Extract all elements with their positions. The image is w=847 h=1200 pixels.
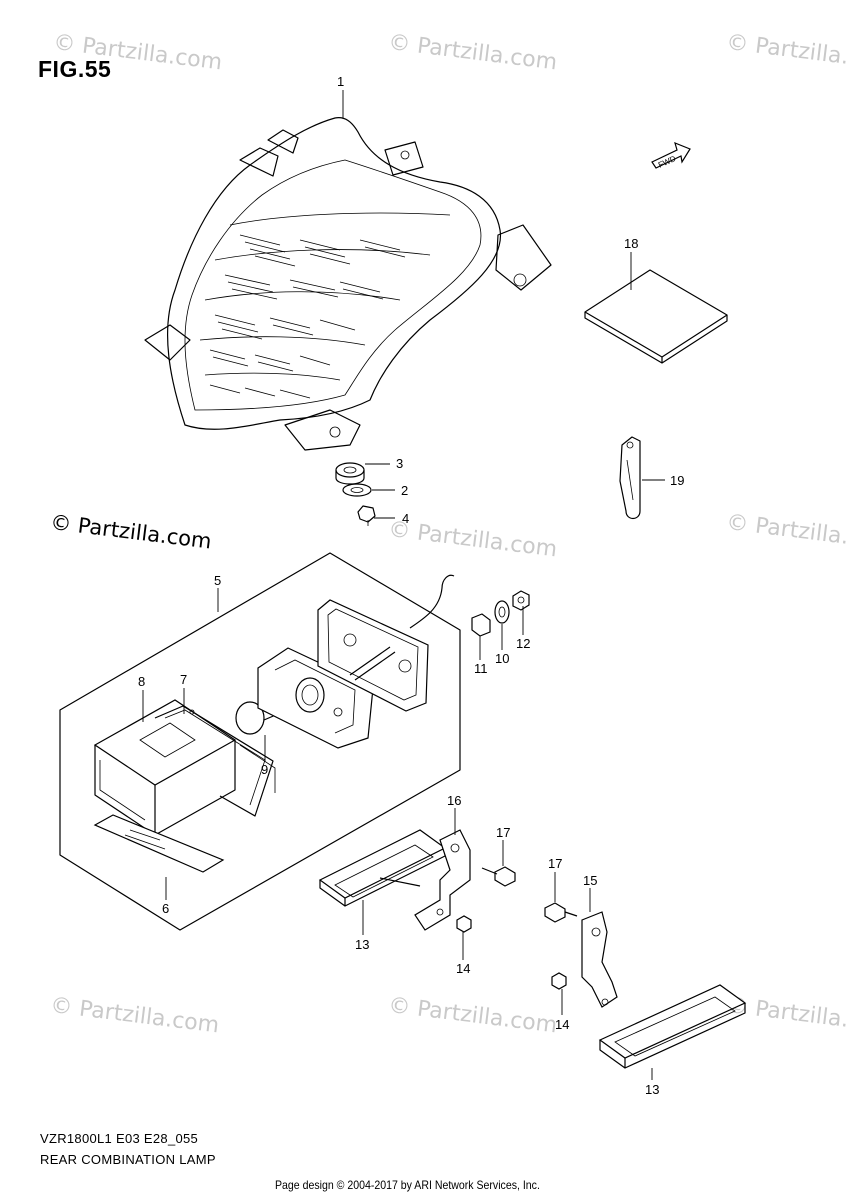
callout-17-left: 17: [496, 825, 510, 840]
nut-part-12[interactable]: [512, 590, 530, 611]
callout-17-right: 17: [548, 856, 562, 871]
callout-19: 19: [670, 473, 684, 488]
callout-7: 7: [180, 672, 187, 687]
callout-3: 3: [396, 456, 403, 471]
callout-16: 16: [447, 793, 461, 808]
gasket-part-7[interactable]: [154, 705, 274, 817]
callout-18: 18: [624, 236, 638, 251]
callout-9: 9: [261, 762, 268, 777]
washer-part-2[interactable]: [342, 483, 372, 497]
callout-1: 1: [337, 74, 344, 89]
callout-10: 10: [495, 651, 509, 666]
callout-8: 8: [138, 674, 145, 689]
reflector-part-13-left[interactable]: [318, 829, 447, 907]
pad-part-18[interactable]: [584, 269, 728, 364]
model-code: VZR1800L1 E03 E28_055: [40, 1131, 199, 1146]
assembly-outline-part-5: [59, 552, 461, 931]
bracket-part-15[interactable]: [581, 911, 618, 1008]
callout-14-left: 14: [456, 961, 470, 976]
callout-6: 6: [162, 901, 169, 916]
screw-part-4[interactable]: [357, 505, 376, 526]
leader-lines: [142, 90, 665, 1080]
wire-harness: [409, 574, 455, 629]
bolt-part-17-right[interactable]: [544, 902, 578, 923]
lens-part-8[interactable]: [93, 699, 276, 836]
fwd-label: FWD: [657, 154, 678, 170]
callout-13-right: 13: [645, 1082, 659, 1097]
nut-part-11[interactable]: [471, 613, 491, 637]
figure-description: REAR COMBINATION LAMP: [40, 1152, 216, 1167]
stud: [349, 646, 396, 681]
page-credit: Page design © 2004-2017 by ARI Network S…: [275, 1178, 540, 1192]
rear-gasket[interactable]: [317, 599, 429, 712]
callout-12: 12: [516, 636, 530, 651]
callout-11: 11: [474, 661, 488, 676]
bolt-part-17-left[interactable]: [481, 866, 516, 887]
callout-labels: 1 3 2 4 5 6 7 8 9 10 11 12 13 13 14 14 1…: [138, 74, 684, 1097]
plate-part-6[interactable]: [93, 814, 225, 873]
washer-part-10[interactable]: [494, 600, 510, 624]
nut-part-14-left[interactable]: [456, 915, 472, 933]
callout-15: 15: [583, 873, 597, 888]
reflector-part-13-right[interactable]: [598, 984, 747, 1069]
callout-14-right: 14: [555, 1017, 569, 1032]
figure-title: FIG.55: [38, 56, 112, 82]
bracket-part-16[interactable]: [379, 829, 471, 931]
callout-13-left: 13: [355, 937, 369, 952]
callout-4: 4: [402, 511, 409, 526]
strap-part-19[interactable]: [619, 436, 641, 520]
tail-lamp-housing[interactable]: [144, 117, 552, 451]
callout-2: 2: [401, 483, 408, 498]
nut-part-14-right[interactable]: [551, 972, 567, 990]
callout-5: 5: [214, 573, 221, 588]
forward-arrow-icon: FWD: [651, 141, 691, 170]
grommet-part-3[interactable]: [335, 462, 365, 485]
